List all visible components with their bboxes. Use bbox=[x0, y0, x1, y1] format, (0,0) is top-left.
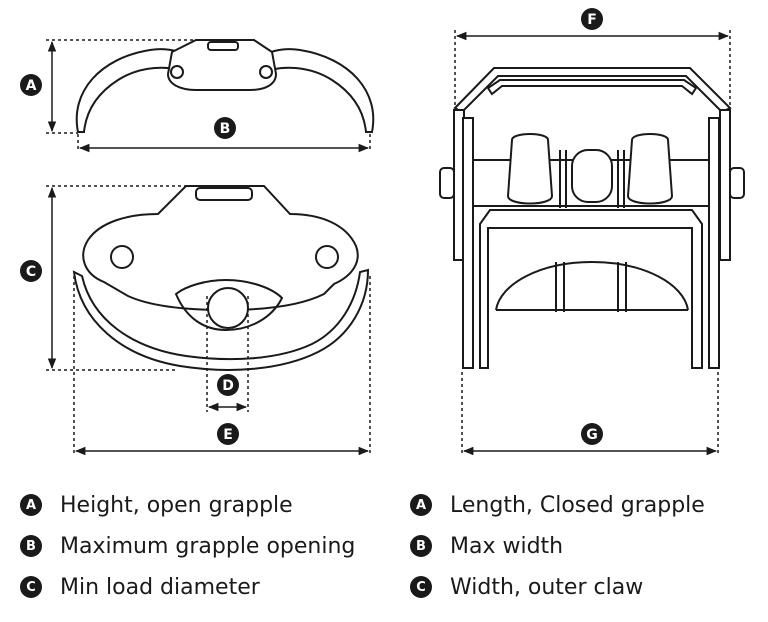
dimension-g bbox=[461, 372, 719, 456]
legend-label: Length, Closed grapple bbox=[450, 492, 705, 518]
legend-item: A Length, Closed grapple bbox=[410, 490, 705, 520]
legend-item: A Height, open grapple bbox=[20, 490, 293, 520]
legend-item: B Maximum grapple opening bbox=[20, 531, 355, 561]
dimension-b-top bbox=[77, 134, 371, 153]
legend-marker: A bbox=[20, 494, 42, 516]
legend-label: Min load diameter bbox=[60, 574, 260, 600]
svg-text:A: A bbox=[26, 78, 37, 94]
marker-b-top: B bbox=[214, 117, 236, 139]
dimension-legend: A Height, open grapple B Maximum grapple… bbox=[0, 488, 768, 618]
dimension-a-top bbox=[46, 39, 196, 134]
grapple-dimension-diagram: A B C D bbox=[20, 8, 745, 456]
marker-d: D bbox=[217, 374, 239, 396]
dimension-c-side bbox=[46, 185, 186, 371]
marker-e: E bbox=[217, 423, 239, 445]
top-view-drawing bbox=[75, 39, 375, 133]
svg-text:E: E bbox=[223, 427, 233, 443]
marker-f: F bbox=[581, 8, 603, 30]
legend-label: Max width bbox=[450, 533, 564, 559]
svg-text:B: B bbox=[220, 121, 231, 137]
legend-marker: C bbox=[410, 576, 432, 598]
svg-text:F: F bbox=[587, 12, 597, 28]
legend-marker: C bbox=[20, 576, 42, 598]
legend-label: Height, open grapple bbox=[60, 492, 293, 518]
front-view-drawing bbox=[439, 67, 745, 369]
svg-text:C: C bbox=[26, 264, 36, 280]
legend-marker: B bbox=[20, 535, 42, 557]
legend-item: C Min load diameter bbox=[20, 572, 260, 602]
marker-c-side: C bbox=[20, 260, 42, 282]
dimension-e bbox=[73, 276, 371, 456]
dimension-f bbox=[454, 30, 731, 108]
legend-marker: A bbox=[410, 494, 432, 516]
legend-marker: B bbox=[410, 535, 432, 557]
marker-a-top: A bbox=[20, 74, 42, 96]
legend-item: C Width, outer claw bbox=[410, 572, 643, 602]
svg-text:G: G bbox=[586, 427, 598, 443]
dimension-d bbox=[206, 296, 249, 412]
legend-label: Maximum grapple opening bbox=[60, 533, 356, 559]
legend-label: Width, outer claw bbox=[450, 574, 644, 600]
svg-text:D: D bbox=[222, 378, 234, 394]
marker-g: G bbox=[581, 423, 603, 445]
legend-item: B Max width bbox=[410, 531, 563, 561]
side-view-drawing bbox=[72, 185, 370, 371]
